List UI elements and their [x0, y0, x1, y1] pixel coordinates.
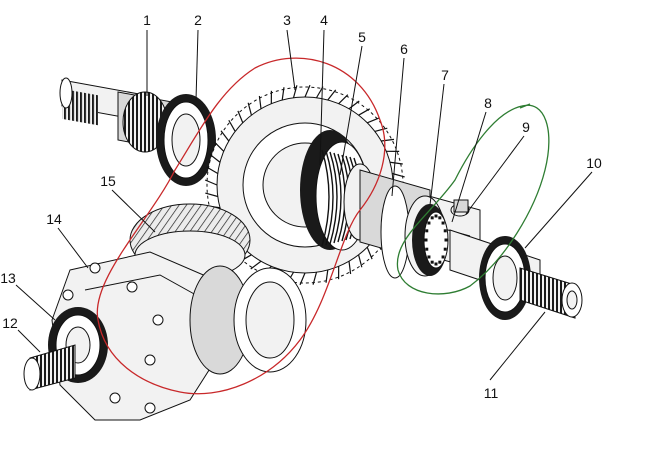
- leader-line-3: [286, 29, 296, 91]
- gear-tooth: [258, 95, 262, 109]
- callout-13: 13: [0, 270, 16, 286]
- leader-line-5: [339, 45, 363, 176]
- sensor-tooth: [438, 216, 442, 220]
- leader-line-7: [429, 83, 445, 206]
- leader-line-4: [319, 29, 325, 166]
- callout-1: 1: [143, 12, 151, 28]
- sensor-tooth: [425, 247, 429, 251]
- callout-5: 5: [358, 29, 366, 45]
- gear-tooth: [281, 87, 285, 101]
- red-annotation-outline: [96, 57, 386, 395]
- gear-tooth: [357, 254, 363, 268]
- helical-groove: [329, 151, 338, 245]
- callout-12: 12: [2, 315, 18, 331]
- gear-tooth: [204, 179, 218, 186]
- leader-line-2: [195, 29, 199, 101]
- sensor-tooth: [443, 247, 447, 251]
- green-annotation-outline: [396, 104, 550, 295]
- bolt-head: [144, 354, 156, 366]
- callout-8: 8: [484, 95, 492, 111]
- sensor-tooth: [434, 214, 438, 218]
- callout-10: 10: [586, 155, 602, 171]
- sensor-tooth: [438, 260, 442, 264]
- gear-tooth: [247, 102, 253, 116]
- bolt-head: [109, 392, 121, 404]
- gear-tooth: [237, 110, 244, 124]
- leader-line-12: [17, 329, 41, 353]
- gear-tooth: [214, 141, 225, 152]
- housing-bolts: [62, 262, 164, 414]
- output-shaft-left: [23, 307, 108, 391]
- gear-tooth: [205, 192, 218, 198]
- sensor-ring-teeth: [424, 214, 448, 266]
- gear-tooth: [338, 94, 349, 105]
- gear-tooth: [366, 246, 373, 260]
- leader-line-6: [391, 57, 405, 197]
- helical-groove: [333, 152, 342, 244]
- callout-labels: 1 2 3 4 5 6 7 8 9 10 11 12 13 14 15: [0, 12, 602, 401]
- helical-groove: [321, 149, 330, 247]
- gear-tooth: [366, 117, 380, 124]
- helical-groove: [325, 150, 334, 246]
- sensor-tooth: [441, 255, 445, 259]
- leader-line-14: [57, 227, 89, 269]
- sensor-tooth: [441, 221, 445, 225]
- leader-lines: [15, 29, 593, 381]
- sensor-tooth: [425, 229, 429, 233]
- gear-tooth: [292, 85, 298, 98]
- callout-11: 11: [484, 385, 499, 401]
- output-shaft-right: [449, 229, 583, 320]
- input-shaft: [59, 77, 173, 153]
- input-bearing: [156, 94, 216, 186]
- gear-tooth: [304, 84, 311, 98]
- callout-6: 6: [400, 41, 408, 57]
- gear-tooth: [348, 100, 360, 110]
- gear-tooth: [250, 260, 262, 270]
- bolt-head: [144, 402, 156, 414]
- sensor-tooth: [444, 238, 448, 242]
- sensor-tooth: [424, 238, 428, 242]
- bolt-head: [89, 262, 101, 274]
- gear-tooth: [312, 272, 318, 285]
- callout-9: 9: [522, 119, 530, 135]
- gear-tooth: [206, 166, 219, 175]
- gear-tooth: [220, 130, 230, 142]
- callout-15: 15: [100, 173, 116, 189]
- callout-14: 14: [46, 211, 62, 227]
- leader-line-9: [465, 135, 525, 215]
- leader-line-8: [451, 111, 487, 223]
- sensor-tooth: [430, 260, 434, 264]
- gear-tooth: [327, 89, 337, 101]
- bolt-head: [62, 289, 74, 301]
- gear-tooth: [209, 153, 221, 163]
- callout-3: 3: [283, 12, 291, 28]
- leader-line-15: [111, 189, 156, 233]
- callout-4: 4: [320, 12, 328, 28]
- gear-tooth: [358, 108, 371, 116]
- gear-tooth: [299, 272, 306, 286]
- sensor-tooth: [427, 255, 431, 259]
- sensor-tooth: [427, 221, 431, 225]
- gear-tooth: [381, 138, 395, 142]
- gear-tooth: [374, 127, 388, 133]
- gear-tooth: [389, 161, 403, 165]
- sensor-tooth: [443, 229, 447, 233]
- callout-2: 2: [194, 12, 202, 28]
- leader-line-10: [524, 171, 593, 249]
- gear-tooth: [348, 261, 352, 275]
- bolt-head: [126, 281, 138, 293]
- gear-tooth: [228, 119, 236, 132]
- leader-line-11: [489, 311, 546, 381]
- leader-line-13: [15, 284, 56, 321]
- callout-7: 7: [441, 67, 449, 83]
- sensor-tooth: [434, 262, 438, 266]
- helical-gear: [300, 130, 377, 251]
- sensor-tooth: [430, 216, 434, 220]
- gear-tooth: [325, 269, 329, 283]
- bolt-head: [152, 314, 164, 326]
- sensor-ring: [412, 199, 470, 276]
